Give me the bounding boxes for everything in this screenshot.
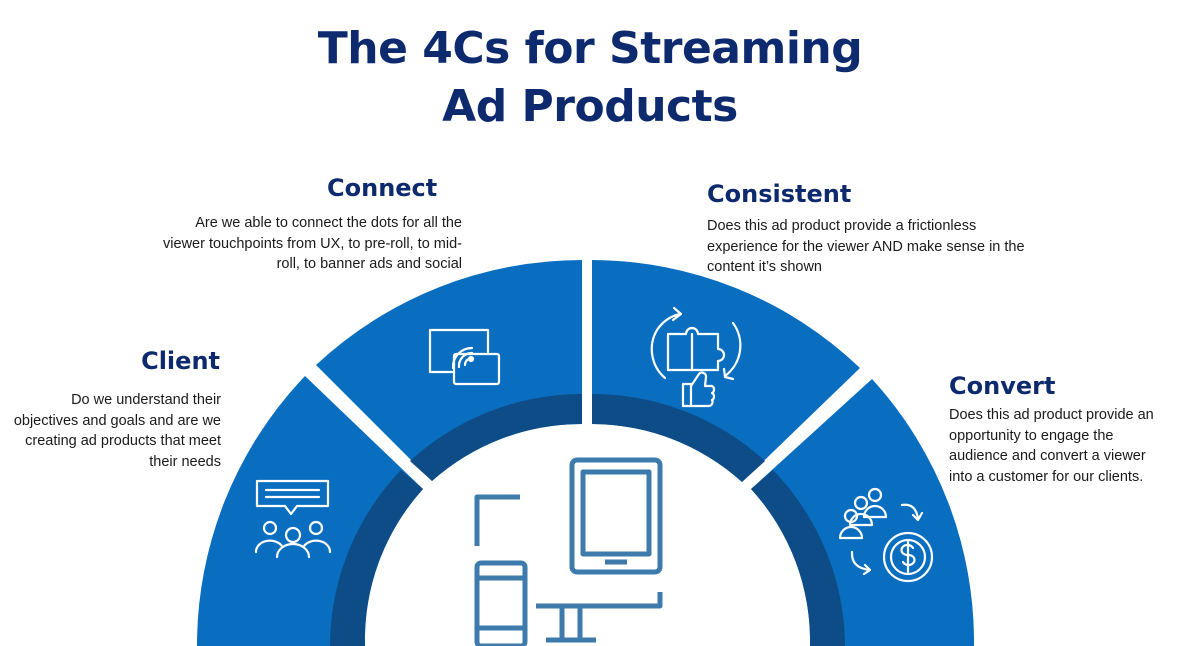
client-description: Do we understand their objectives and go… [13,392,221,470]
consistent-heading: Consistent [707,180,852,208]
connect-description: Are we able to connect the dots for all … [163,215,462,272]
connect-heading: Connect [327,174,438,202]
screen-cast-icon [428,328,501,386]
puzzle-thumbs-up-icon [650,306,742,408]
convert-heading: Convert [949,372,1056,400]
multi-device-icon [474,457,663,646]
title-line-1: The 4Cs for Streaming [317,23,863,74]
convert-description: Does this ad product provide an opportun… [949,407,1154,485]
chat-audience-icon [254,479,332,559]
people-to-dollar-icon [838,487,934,583]
client-heading: Client [141,347,220,375]
title-line-2: Ad Products [442,81,738,132]
page-title: The 4Cs for Streaming Ad Products [0,20,1180,136]
outer-segments [196,260,975,646]
inner-ring [330,393,845,646]
consistent-description: Does this ad product provide a frictionl… [707,218,1025,275]
